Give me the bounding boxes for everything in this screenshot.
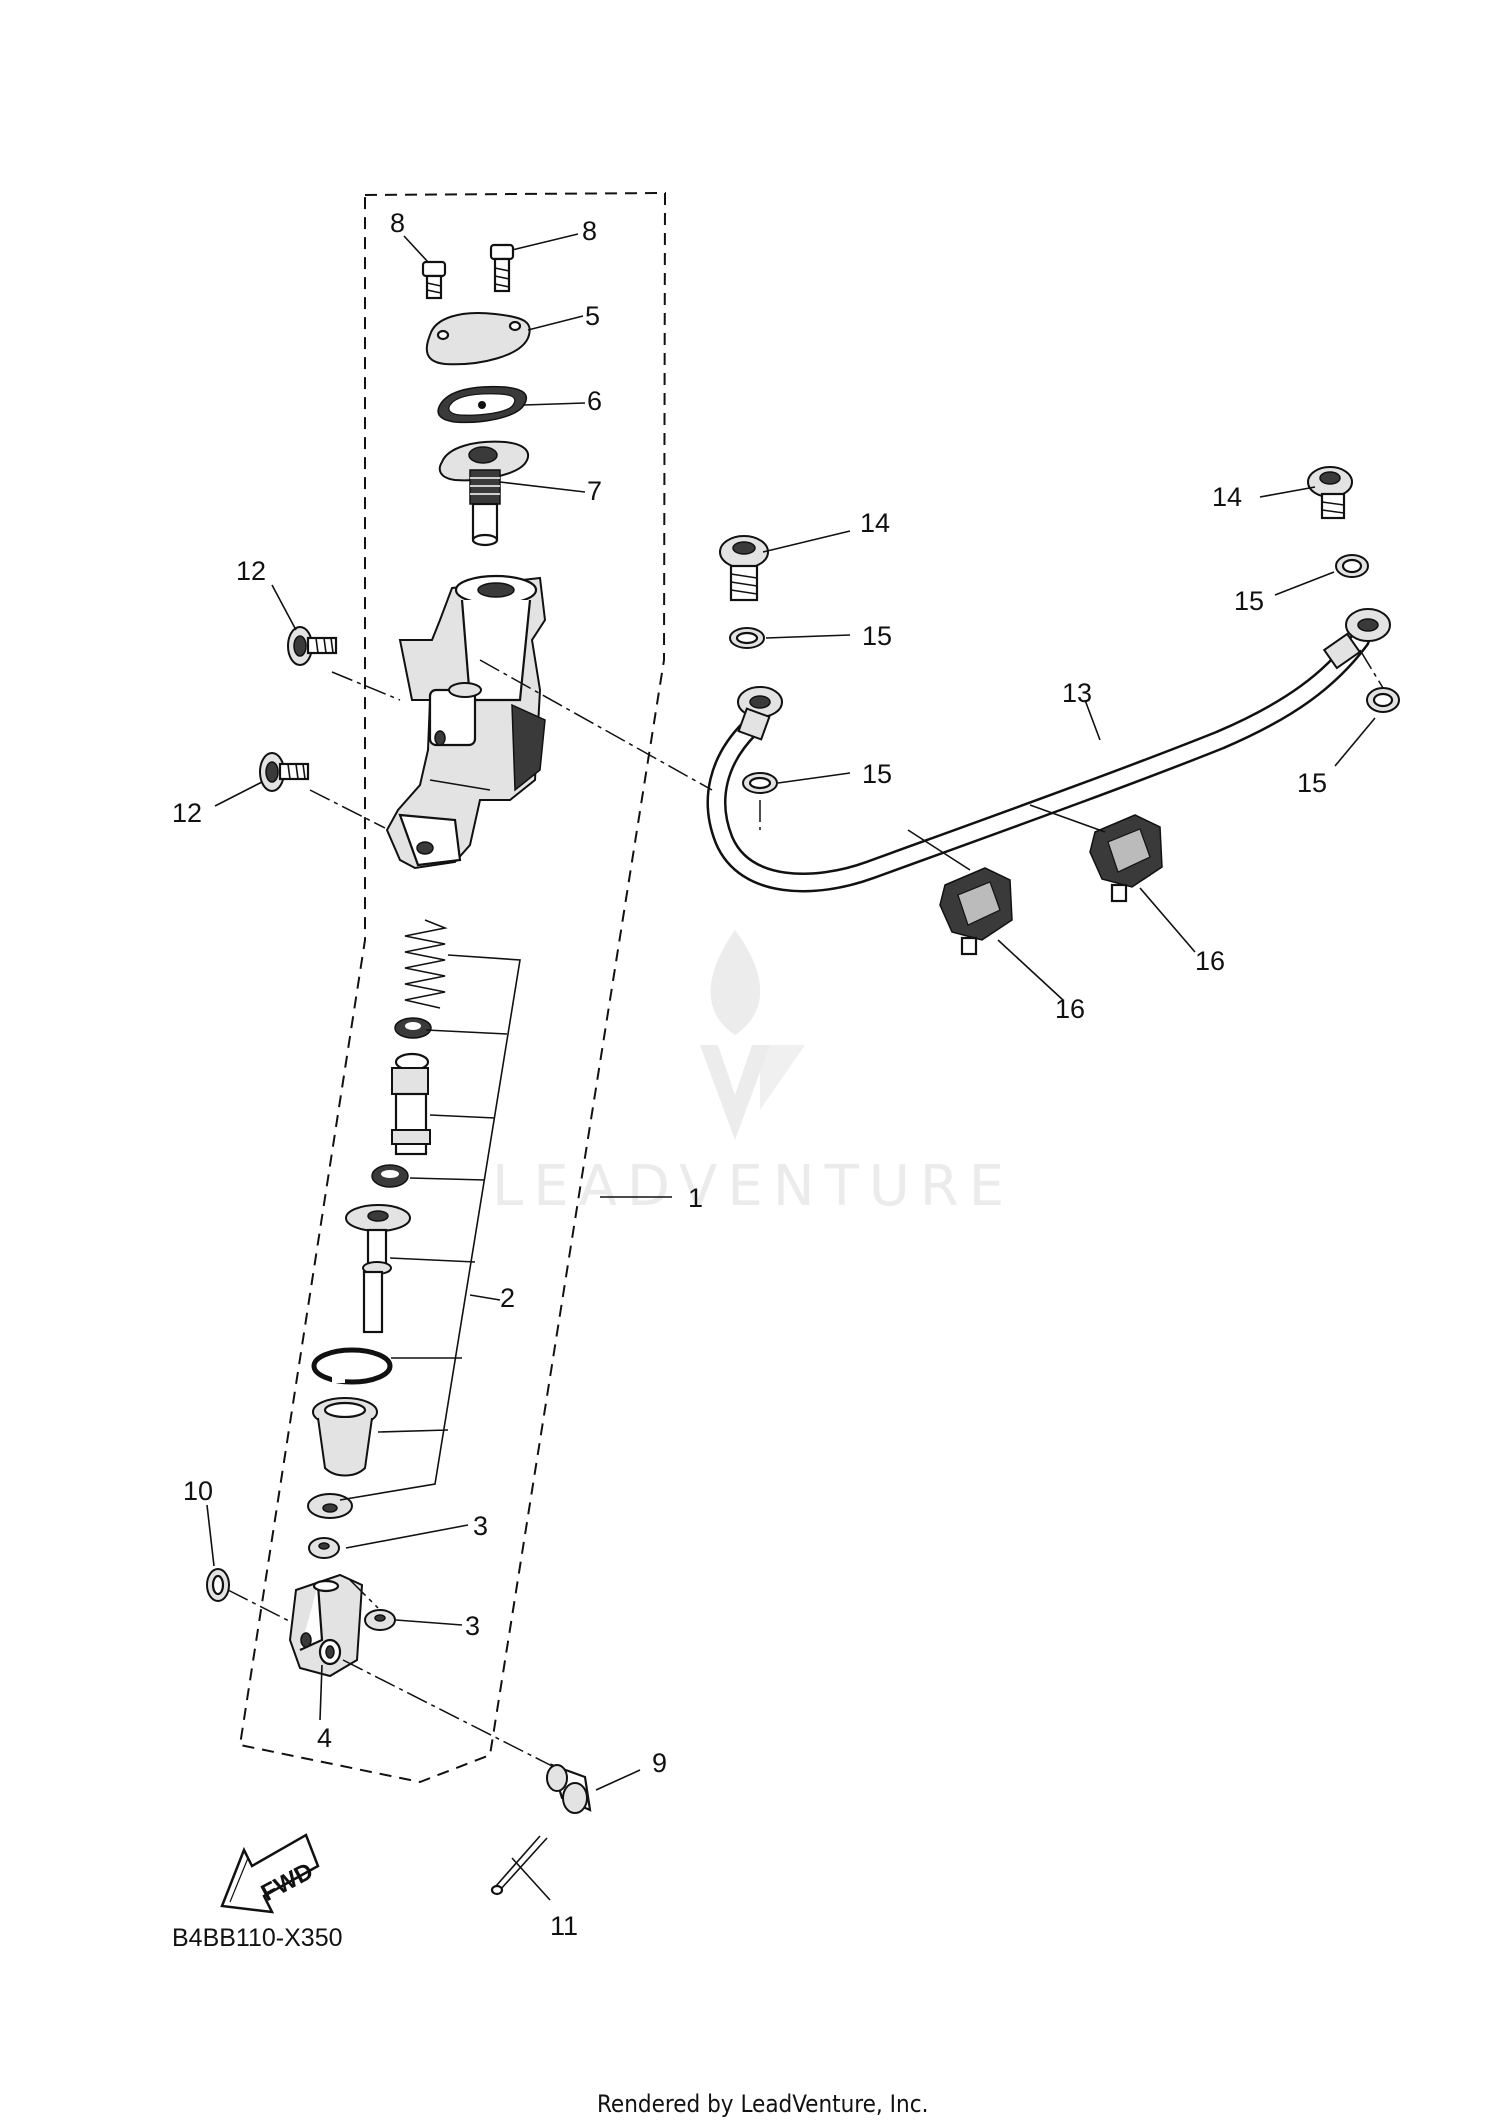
- watermark-logo: [700, 930, 805, 1140]
- clevis-4: [288, 1573, 364, 1678]
- bolt-8-right: [489, 243, 515, 293]
- spring: [404, 919, 448, 1009]
- callout-15-b: 15: [1234, 586, 1264, 616]
- washer-bottom: [307, 1493, 353, 1519]
- union-bolt-14-right: [1307, 466, 1353, 520]
- diagram-code: B4BB110-X350: [172, 1924, 343, 1952]
- assembly-lines: [227, 649, 1384, 1767]
- nut-3-upper: [308, 1537, 340, 1559]
- callout-14-left: 14: [860, 508, 890, 538]
- reservoir-cap-5: [425, 312, 531, 366]
- footer-credit: Rendered by LeadVenture, Inc.: [597, 2090, 928, 2118]
- union-bolt-14-left: [719, 535, 769, 602]
- callout-15-a: 15: [862, 621, 892, 651]
- washer-15-a: [729, 627, 765, 649]
- callout-8-right: 8: [582, 216, 597, 246]
- callout-11: 11: [550, 1911, 578, 1941]
- callout-13: 13: [1062, 678, 1092, 708]
- washer-15-c: [1335, 554, 1369, 578]
- watermark-text: LEADVENTURE: [492, 1154, 1014, 1219]
- callout-12-upper: 12: [236, 556, 266, 586]
- washer-15-b: [742, 772, 778, 794]
- assembly-boundary: [238, 191, 667, 1784]
- callout-2: 2: [500, 1283, 515, 1313]
- callout-15-d: 15: [1297, 768, 1327, 798]
- callout-3-lower: 3: [465, 1611, 480, 1641]
- bolt-8-left: [421, 260, 447, 300]
- callout-9: 9: [652, 1748, 667, 1778]
- callout-12-lower: 12: [172, 798, 202, 828]
- callout-5: 5: [585, 301, 600, 331]
- reservoir-fitting-7: [438, 440, 530, 547]
- screw-12-upper: [287, 626, 338, 666]
- piston: [391, 1052, 431, 1156]
- washer-15-d: [1366, 687, 1400, 713]
- callout-15-c: 15: [862, 759, 892, 789]
- callout-6: 6: [587, 386, 602, 416]
- brake-hose-13: [706, 608, 1391, 893]
- nut-3-side: [364, 1609, 396, 1631]
- callout-4: 4: [317, 1723, 332, 1753]
- circlip: [311, 1347, 393, 1385]
- push-rod: [345, 1204, 411, 1334]
- callout-16-left: 16: [1055, 994, 1085, 1024]
- piston-seal: [371, 1164, 409, 1188]
- leader-lines: [206, 233, 1376, 1901]
- callout-16-right: 16: [1195, 946, 1225, 976]
- callout-1: 1: [688, 1183, 703, 1213]
- screw-12-lower: [259, 752, 310, 792]
- master-cylinder-body: [385, 574, 547, 870]
- pin-9: [546, 1763, 592, 1814]
- hose-clamp-16-left: [939, 867, 1013, 956]
- cup-seal: [394, 1017, 432, 1039]
- fwd-arrow-icon: FWD: [220, 1833, 320, 1914]
- callout-10: 10: [183, 1476, 213, 1506]
- callout-3-upper: 3: [473, 1511, 488, 1541]
- callout-8-left: 8: [390, 208, 405, 238]
- cotter-pin-11: [490, 1835, 548, 1896]
- hose-clamp-16-right: [1089, 814, 1163, 903]
- washer-10: [206, 1568, 230, 1602]
- callout-7: 7: [587, 476, 602, 506]
- diaphragm-6: [437, 385, 528, 424]
- dust-boot: [312, 1397, 378, 1477]
- callout-14-right: 14: [1212, 482, 1242, 512]
- kit-2-bracket: [339, 954, 521, 1501]
